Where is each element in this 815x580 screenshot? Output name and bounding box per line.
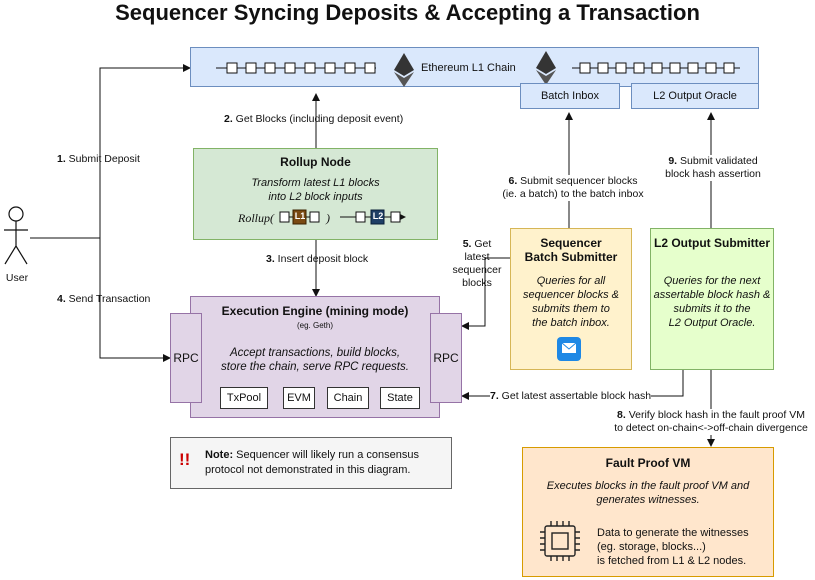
rollup-node-desc-1: Transform latest L1 blocks [251,177,380,189]
alert-icon: !! [179,450,191,469]
txpool-chip: TxPool [220,387,268,409]
step-3-label: 3. Insert deposit block [266,253,369,265]
rpc-left[interactable]: RPC [170,313,202,403]
user-figure [4,206,28,265]
user-label: User [5,272,29,284]
output-submitter-desc-4: L2 Output Oracle. [668,317,756,329]
fault-proof-title: Fault Proof VM [605,456,691,470]
l2-output-oracle-label: L2 Output Oracle [653,90,737,102]
output-submitter-desc-3: submits it to the [673,303,751,315]
chain-chip: Chain [327,387,369,409]
rollup-formula-prefix: Rollup( [238,211,274,225]
batch-submitter-title-2: Batch Submitter [524,250,618,264]
step-4-label: 4. Send Transaction [57,293,151,305]
l2-output-oracle: L2 Output Oracle [631,83,759,109]
batch-inbox-label: Batch Inbox [540,90,600,102]
batch-submitter-desc-4: the batch inbox. [532,317,610,329]
fault-proof-vm: Fault Proof VM Executes blocks in the fa… [522,447,774,577]
output-submitter-title: L2 Output Submitter [654,236,770,250]
rpc-right[interactable]: RPC [430,313,462,403]
step-2-label: 2. Get Blocks (including deposit event) [224,113,404,125]
engine-desc-2: store the chain, serve RPC requests. [221,361,409,373]
batch-inbox: Batch Inbox [520,83,620,109]
step-5-label: 5. Get latest sequencer blocks [452,238,502,289]
fault-proof-desc-1: Executes blocks in the fault proof VM an… [546,480,750,492]
fault-proof-desc-2: generates witnesses. [596,494,700,506]
arrow-get-sequencer-blocks [461,257,510,330]
batch-submitter-desc-1: Queries for all [536,275,606,287]
rollup-formula-suffix: ) [326,211,330,225]
arrow-send-transaction [99,238,171,362]
step-8-label: 8. Verify block hash in the fault proof … [607,409,815,435]
fault-proof-data-2: (eg. storage, blocks...) [597,541,706,553]
step-9-label: 9. Submit validated block hash assertion [660,155,766,181]
note-box: !! Note: Sequencer will likely run a con… [170,437,452,489]
state-chip: State [380,387,420,409]
engine-subtitle: (eg. Geth) [296,321,333,330]
rpc-left-label: RPC [173,351,199,365]
output-submitter-desc-2: assertable block hash & [653,289,771,301]
batch-submitter-desc-2: sequencer blocks & [523,289,619,301]
step-7-label: 7. Get latest assertable block hash [490,390,652,403]
fault-proof-data-3: is fetched from L1 & L2 nodes. [597,555,747,567]
output-submitter-desc-1: Queries for the next [663,275,761,287]
batch-submitter-title-1: Sequencer [540,236,602,250]
arrow-submit-deposit [30,64,191,239]
engine-title: Execution Engine (mining mode) [221,304,409,318]
batch-submitter-desc-3: submits them to [532,303,610,315]
rollup-node: Rollup Node Transform latest L1 blocks i… [193,148,438,240]
l1-block-tag-label: L1 [294,211,306,221]
step-1-label: 1. Submit Deposit [57,153,140,165]
note-line-2: protocol not demonstrated in this diagra… [205,464,411,476]
rollup-node-desc-2: into L2 block inputs [268,191,363,203]
diagram-title: Sequencer Syncing Deposits & Accepting a… [115,0,700,25]
rpc-right-label: RPC [433,351,459,365]
step-6-label: 6. Submit sequencer blocks (ie. a batch)… [493,175,653,201]
l2-output-submitter: L2 Output Submitter Queries for the next… [650,228,774,370]
engine-desc-1: Accept transactions, build blocks, [229,347,401,359]
rollup-node-title: Rollup Node [280,155,351,169]
sequencer-batch-submitter: Sequencer Batch Submitter Queries for al… [510,228,632,370]
l2-block-tag-label: L2 [372,211,384,221]
note-label: Note: [205,449,234,461]
l1-chain-label: Ethereum L1 Chain [421,62,516,74]
fault-proof-data-1: Data to generate the witnesses [597,527,749,539]
note-line-1: Sequencer will likely run a consensus [233,449,419,461]
evm-chip: EVM [283,387,315,409]
